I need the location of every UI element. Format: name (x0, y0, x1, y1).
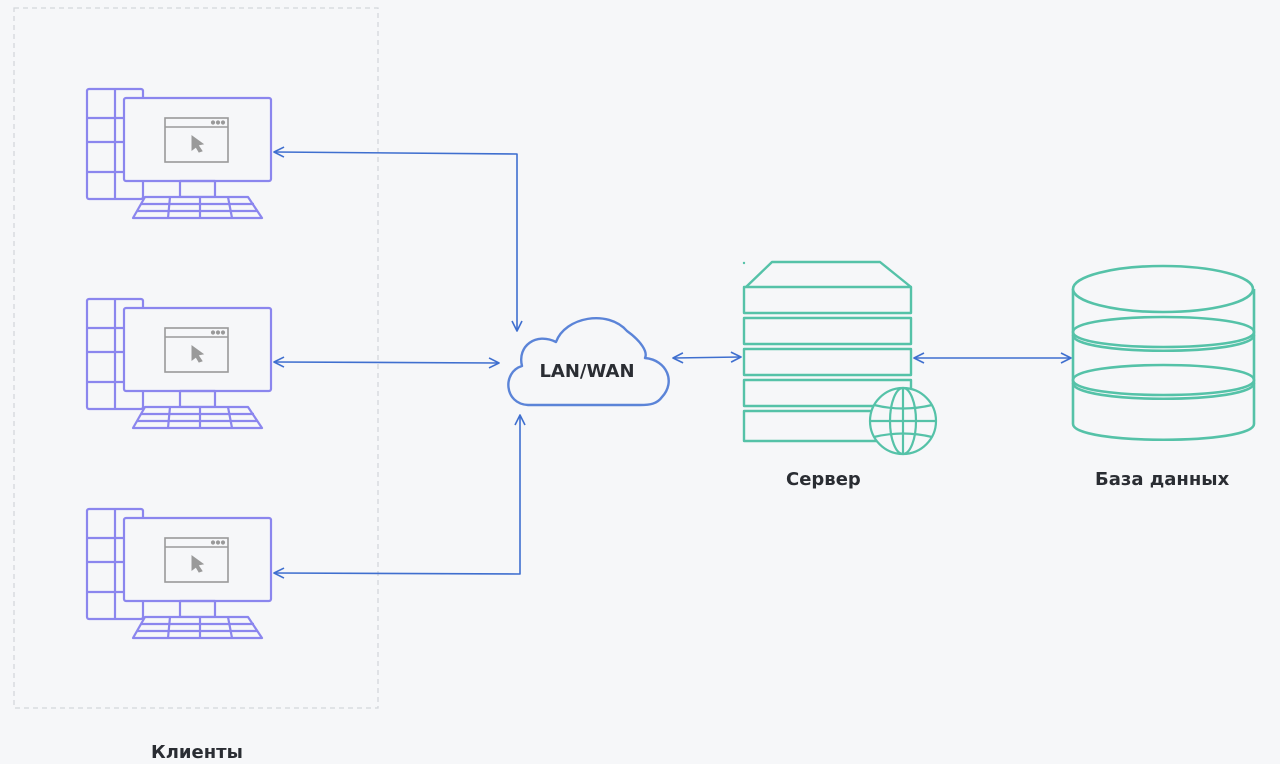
client-computer-1 (85, 87, 273, 220)
cursor-icon (191, 135, 205, 153)
app-window-icon (164, 537, 229, 583)
cursor-icon (191, 345, 205, 363)
app-window-icon (164, 327, 229, 373)
network-cloud: LAN/WAN (507, 316, 670, 407)
server-label: Сервер (786, 469, 861, 490)
clients-label: Клиенты (151, 742, 243, 763)
client-computer-2 (85, 297, 273, 430)
client-computer-3 (85, 507, 273, 640)
database-cylinder-icon (1071, 264, 1256, 441)
connections (273, 146, 1072, 579)
app-window-icon (164, 117, 229, 163)
cursor-icon (191, 555, 205, 573)
arrow-client1-network (273, 146, 523, 332)
arrow-client3-network (273, 414, 526, 579)
network-label: LAN/WAN (539, 361, 634, 382)
cloud-icon (507, 316, 670, 407)
database-label: База данных (1095, 469, 1230, 490)
desktop-computer-icon (85, 87, 273, 220)
desktop-computer-icon (85, 507, 273, 640)
desktop-computer-icon (85, 297, 273, 430)
arrow-network-server (672, 351, 742, 364)
arrow-client2-network (273, 356, 500, 369)
globe-icon (868, 386, 938, 456)
